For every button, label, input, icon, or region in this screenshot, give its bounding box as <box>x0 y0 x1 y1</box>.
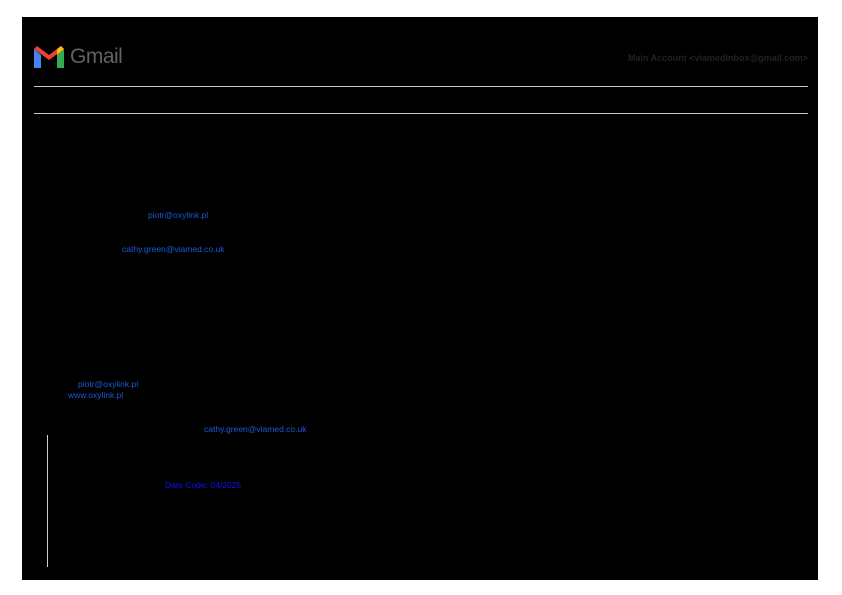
website-link[interactable]: www.oxylink.pl <box>68 390 124 400</box>
divider <box>34 86 808 87</box>
gmail-m-icon <box>34 46 64 68</box>
quote-bar <box>47 435 48 567</box>
divider <box>34 113 808 114</box>
account-label: Main Account <viamedinbox@gmail.com> <box>628 53 808 63</box>
gmail-logo: Gmail <box>34 45 123 69</box>
email-link[interactable]: piotr@oxylink.pl <box>78 379 139 389</box>
gmail-logo-text: Gmail <box>70 45 123 68</box>
print-page: Gmail Main Account <viamedinbox@gmail.co… <box>22 17 818 580</box>
email-link[interactable]: cathy.green@viamed.co.uk <box>122 244 225 254</box>
date-code: Date Code: 04/2025 <box>165 480 242 490</box>
email-link[interactable]: cathy.green@viamed.co.uk <box>204 424 307 434</box>
email-link[interactable]: piotr@oxylink.pl <box>148 210 209 220</box>
